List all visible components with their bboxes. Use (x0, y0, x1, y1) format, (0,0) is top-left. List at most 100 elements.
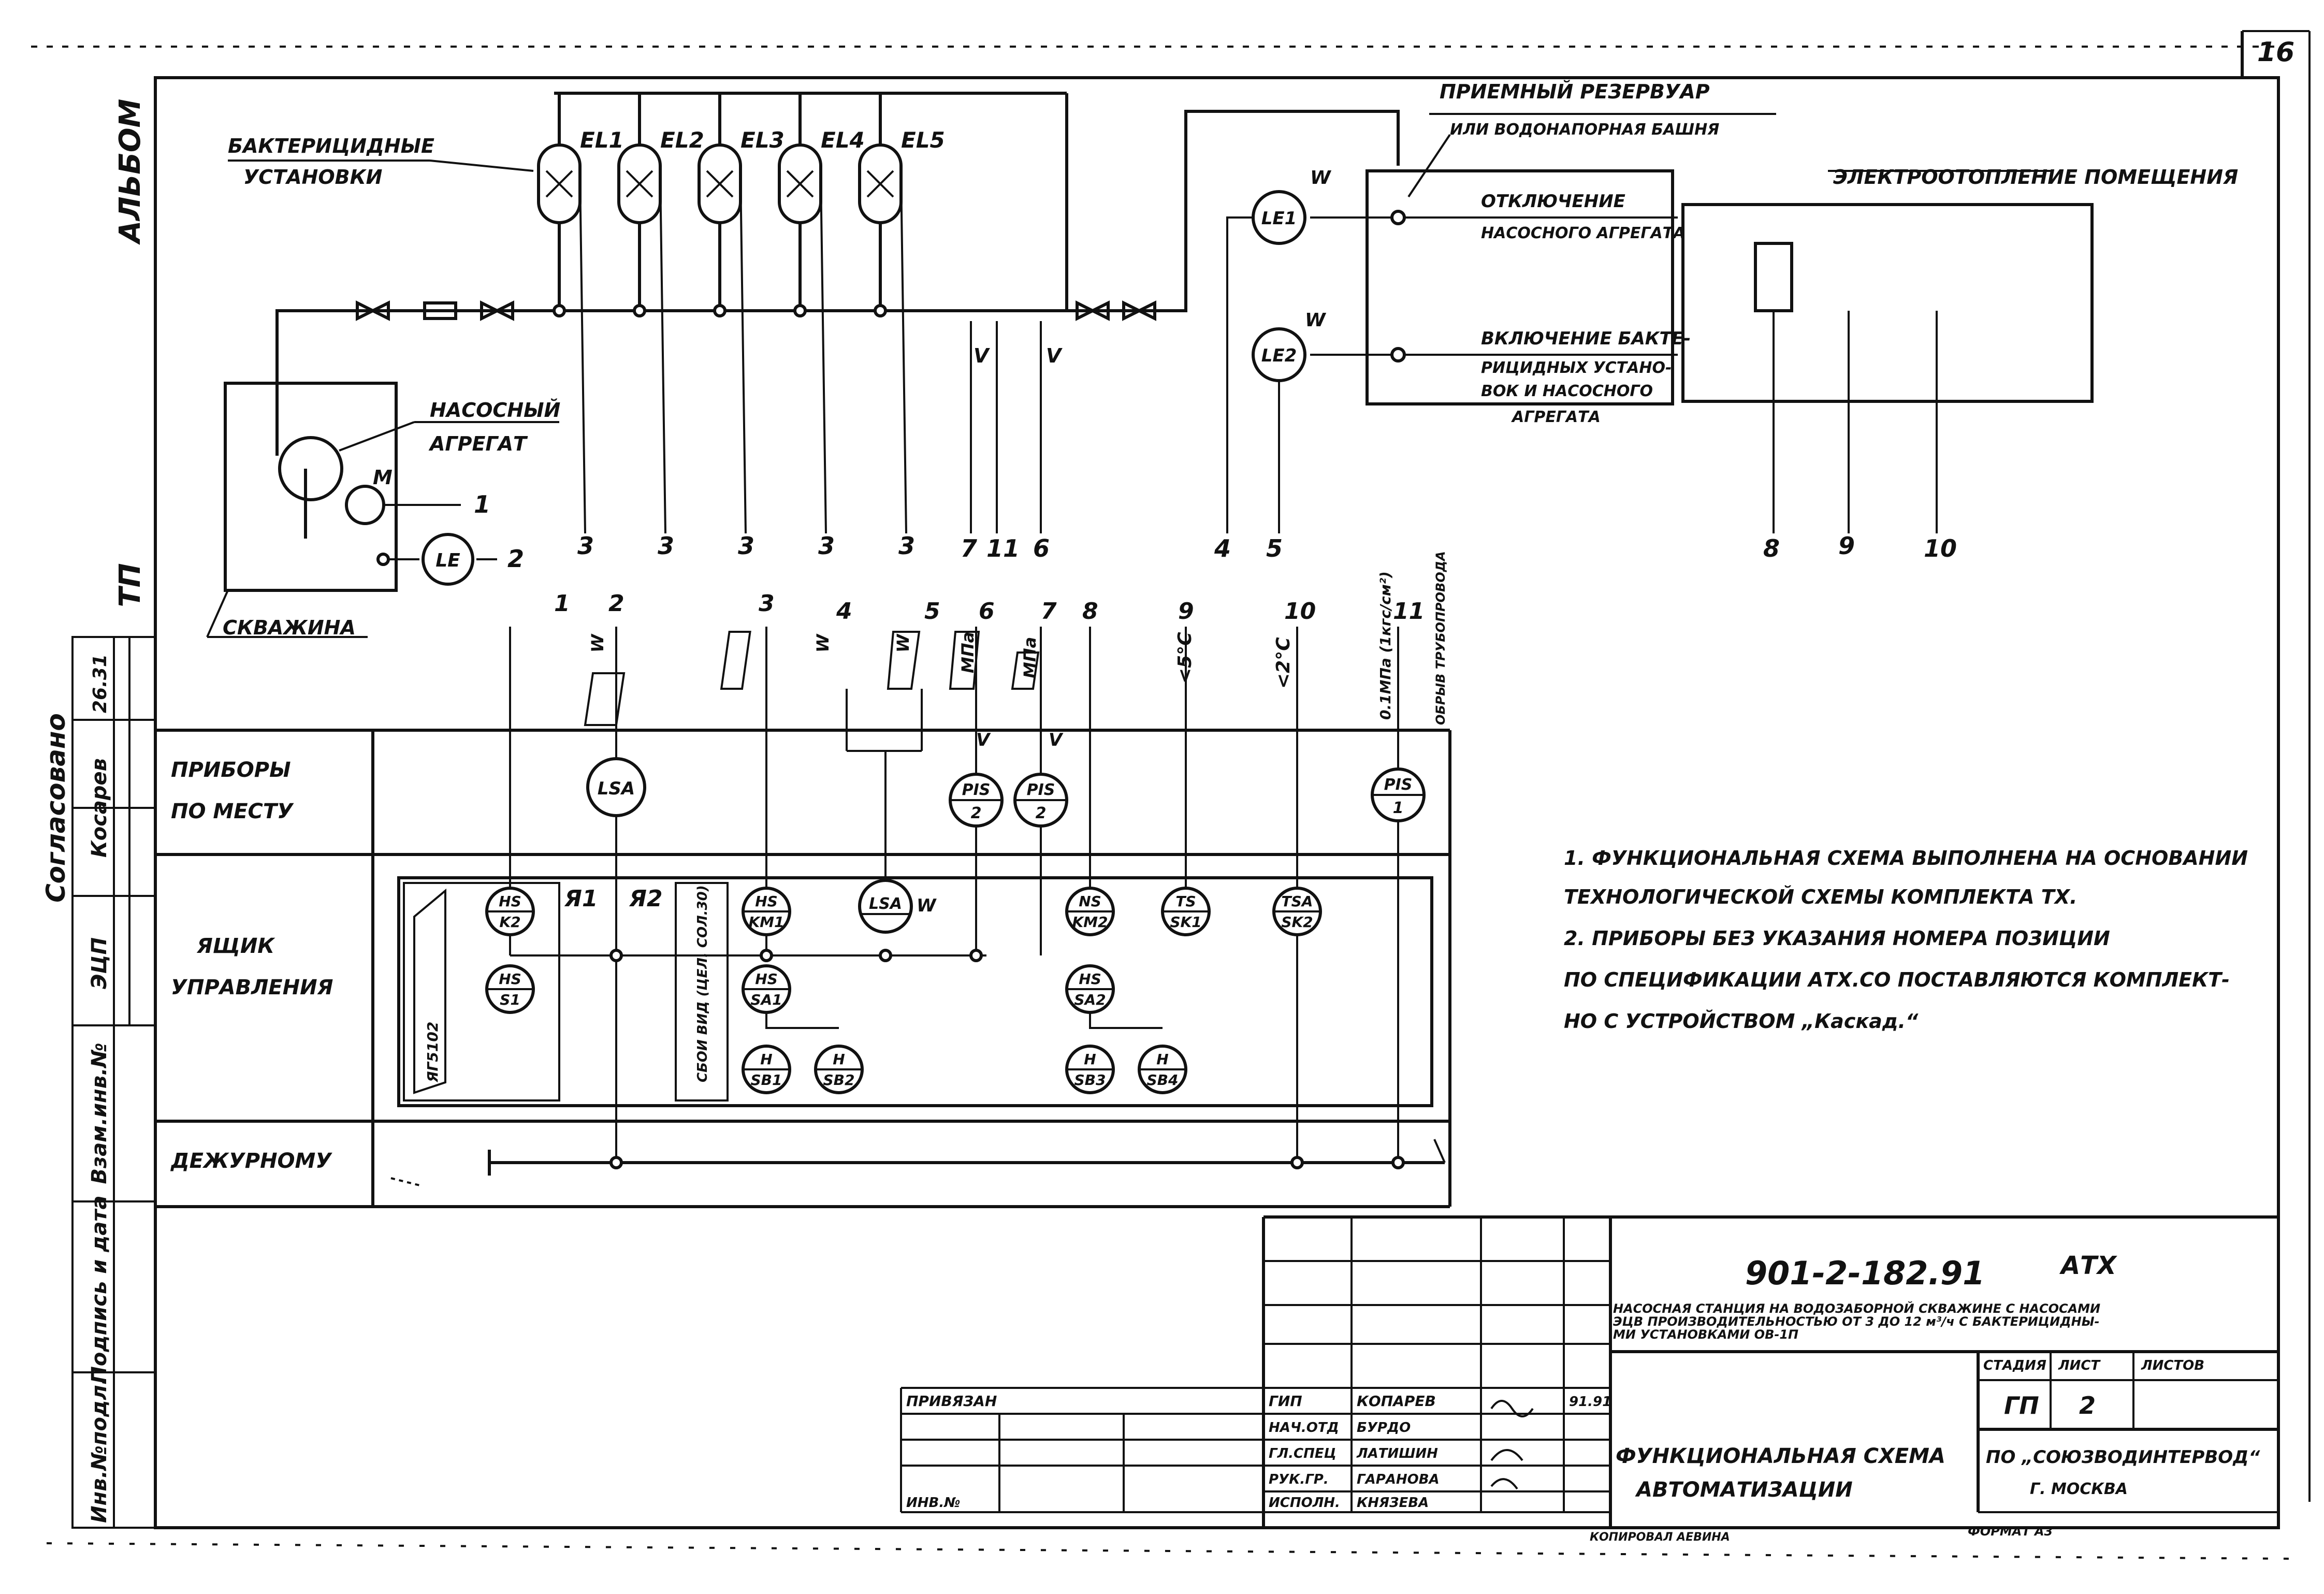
off-label-2: НАСОСНОГО АГРЕГАТА (1481, 224, 1685, 242)
note-line-3: 2. ПРИБОРЫ БЕЗ УКАЗАНИЯ НОМЕРА ПОЗИЦИИ (1564, 927, 2110, 950)
temp-9: <5°C (1174, 632, 1196, 684)
svg-text:2: 2 (1036, 804, 1047, 822)
col-11: 11 (1393, 598, 1425, 625)
svg-text:PIS: PIS (962, 781, 991, 799)
heating-label: ЭЛЕКТРООТОПЛЕНИЕ ПОМЕЩЕНИЯ (1833, 166, 2238, 189)
svg-text:SB3: SB3 (1074, 1071, 1106, 1089)
v-pis-7: V (1049, 730, 1064, 750)
privyazan-label: ПРИВЯЗАН (906, 1393, 997, 1410)
svg-text:HS: HS (499, 970, 521, 988)
col-2: 2 (608, 590, 624, 617)
stamp-dept: ЭЦП (88, 937, 111, 989)
drawing-title-1: ФУНКЦИОНАЛЬНАЯ СХЕМА (1616, 1444, 1945, 1468)
col-4: 4 (836, 598, 852, 625)
top-num-3c: 3 (738, 532, 754, 560)
stage-value: ГП (2004, 1392, 2039, 1419)
top-num-8: 8 (1763, 534, 1780, 562)
doc-code: 901-2-182.91 (1745, 1254, 1985, 1292)
bubble-h-sb2: H SB2 (814, 1045, 864, 1094)
notes: 1. ФУНКЦИОНАЛЬНАЯ СХЕМА ВЫПОЛНЕНА НА ОСН… (1564, 847, 2248, 1033)
stamp-agreed-date: 26.31 (90, 654, 111, 713)
col-9: 9 (1178, 598, 1194, 625)
el2-label: EL2 (660, 127, 704, 153)
name-4: ГАРАНОВА (1357, 1472, 1440, 1487)
svg-text:HS: HS (755, 970, 778, 988)
block2-label: СБОИ ВИД (ЦЕЛ. СОЛ.30) (695, 885, 710, 1082)
svg-text:SB1: SB1 (751, 1071, 782, 1089)
desc-line-1: НАСОСНАЯ СТАНЦИЯ НА ВОДОЗАБОРНОЙ СКВАЖИН… (1613, 1301, 2100, 1316)
svg-text:H: H (760, 1051, 772, 1068)
svg-text:PIS: PIS (1384, 776, 1413, 794)
sig-date: 91.91 (1569, 1394, 1611, 1410)
tp-label: ТП (113, 563, 147, 607)
stamp-sign-label: Подпись и дата (88, 1195, 111, 1383)
sheet-number: 16 (2257, 37, 2294, 68)
copied-by: КОПИРОВАЛ АЕВИНА (1590, 1531, 1730, 1544)
top-num-3b: 3 (658, 532, 674, 560)
v-label-a: V (974, 344, 990, 367)
svg-text:KM1: KM1 (748, 914, 784, 931)
top-num-3e: 3 (898, 532, 915, 560)
instrument-grid (155, 729, 1451, 1208)
bubble-hs-sa2: HS SA2 (1065, 964, 1115, 1014)
role-glspec: ГЛ.СПЕЦ (1269, 1446, 1337, 1461)
stamp-inv-label: Взам.инв.№ (88, 1043, 111, 1184)
bubble-h-sb4: H SB4 (1138, 1045, 1187, 1094)
svg-text:SB4: SB4 (1147, 1071, 1179, 1089)
bubble-hs-s1: HS S1 (485, 964, 535, 1014)
svg-text:NS: NS (1079, 893, 1101, 910)
svg-text:H: H (833, 1051, 845, 1068)
bubble-pis-11: PIS 1 (1371, 767, 1426, 822)
col-8: 8 (1082, 598, 1098, 625)
note-line-5: НО С УСТРОЙСТВОМ „Каскад.“ (1564, 1010, 1919, 1033)
bactericidal-units (537, 93, 907, 534)
top-num-3d: 3 (818, 532, 835, 560)
well-label: СКВАЖИНА (223, 616, 356, 639)
top-num-4: 4 (1214, 534, 1231, 562)
svg-text:K2: K2 (499, 914, 520, 931)
on-label-2: РИЦИДНЫХ УСТАНО- (1481, 359, 1672, 377)
el4-label: EL4 (821, 127, 865, 153)
ya-block-label: ЯГ5102 (424, 1022, 441, 1083)
stamp-orig-label: Инв.№подл. (88, 1377, 111, 1523)
pump-label-2: АГРЕГАТ (428, 432, 528, 455)
unit-7: МПа (1020, 637, 1040, 678)
el5-label: EL5 (901, 127, 945, 153)
svg-text:PIS: PIS (1027, 781, 1055, 799)
le2-label: LE2 (1261, 345, 1297, 366)
bubble-hs-sa1: HS SA1 (742, 964, 791, 1014)
unit-4: W (813, 633, 833, 653)
detectors (584, 631, 1040, 726)
pressure-11: 0.1МПа (1кгс/см²) (1377, 571, 1394, 720)
note-line-4: ПО СПЕЦИФИКАЦИИ АТХ.СО ПОСТАВЛЯЮТСЯ КОМП… (1564, 968, 2230, 991)
on-label-4: АГРЕГАТА (1511, 408, 1601, 426)
svg-text:H: H (1084, 1051, 1096, 1068)
process-pipework (206, 92, 2094, 638)
svg-text:2: 2 (971, 804, 982, 822)
top-num-5: 5 (1266, 534, 1283, 562)
svg-text:SA1: SA1 (750, 991, 782, 1008)
ya2-label: Я2 (629, 886, 663, 912)
doc-atx: АТХ (2059, 1251, 2117, 1280)
top-num-3a: 3 (577, 532, 594, 560)
v-label-b: V (1046, 344, 1063, 367)
row-local-2: ПО МЕСТУ (171, 800, 294, 823)
bubble-ts-sk1: TS SK1 (1161, 887, 1211, 936)
top-num-1: 1 (474, 490, 490, 518)
off-label-1: ОТКЛЮЧЕНИЕ (1481, 191, 1625, 212)
bubble-hs-k2: HS K2 (485, 887, 535, 936)
role-nach: НАЧ.ОТД (1269, 1420, 1339, 1436)
bubble-ns-km2: NS KM2 (1065, 887, 1115, 936)
name-2: БУРДО (1357, 1420, 1411, 1436)
row-box-2: УПРАВЛЕНИЯ (171, 976, 333, 999)
left-stamp (71, 636, 156, 1529)
top-num-10: 10 (1924, 534, 1957, 562)
svg-text:HS: HS (755, 893, 778, 910)
motor-label: M (373, 466, 393, 489)
bubble-pis-7: PIS 2 (1013, 773, 1068, 828)
on-label-1: ВКЛЮЧЕНИЕ БАКТЕ- (1481, 328, 1691, 349)
album-label: АЛЬБОМ (113, 99, 147, 245)
col-7: 7 (1041, 598, 1057, 625)
format-label: ФОРМАТ А3 (1968, 1524, 2053, 1539)
bact-label-2: УСТАНОВКИ (243, 166, 382, 189)
